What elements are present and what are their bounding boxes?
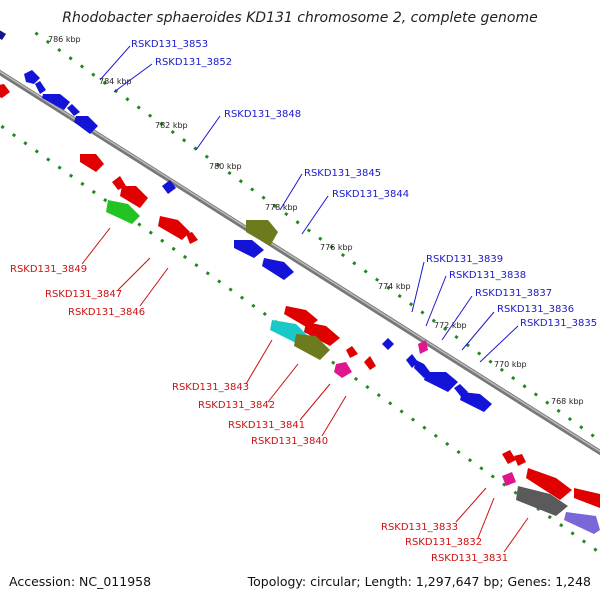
lower-strand-genes xyxy=(0,84,600,534)
scale-tick-label: 780 kbp xyxy=(209,162,242,171)
gene-arrow[interactable] xyxy=(106,200,140,224)
map-title: Rhodobacter sphaeroides KD131 chromosome… xyxy=(62,10,538,26)
gene-label[interactable]: RSKD131_3852 xyxy=(155,57,232,68)
gene-label[interactable]: RSKD131_3835 xyxy=(520,318,597,329)
scale-tick-label: 776 kbp xyxy=(320,243,353,252)
scale-tick-label: 772 kbp xyxy=(434,321,467,330)
scale-tick-label: 770 kbp xyxy=(494,360,527,369)
leader-lines xyxy=(81,227,529,553)
gene-arrow[interactable] xyxy=(304,322,340,346)
gene-label[interactable]: RSKD131_3837 xyxy=(475,288,552,299)
scale-tick-label: 774 kbp xyxy=(378,282,411,291)
gene-arrow[interactable] xyxy=(346,346,358,358)
scale-tick-label: 782 kbp xyxy=(155,121,188,130)
gene-label[interactable]: RSKD131_3853 xyxy=(131,39,208,50)
gene-label[interactable]: RSKD131_3847 xyxy=(45,289,122,300)
gene-label[interactable]: RSKD131_3836 xyxy=(497,304,574,315)
upper-scale-track xyxy=(26,28,600,443)
gene-arrow[interactable] xyxy=(364,356,376,370)
gene-label[interactable]: RSKD131_3833 xyxy=(381,522,458,533)
gene-arrow[interactable] xyxy=(424,372,458,392)
gene-arrow[interactable] xyxy=(246,220,278,246)
scale-tick-label: 786 kbp xyxy=(48,35,81,44)
gene-arrow[interactable] xyxy=(0,84,10,98)
gene-arrow[interactable] xyxy=(574,488,600,508)
gene-arrow[interactable] xyxy=(284,306,318,328)
gene-arrow[interactable] xyxy=(158,216,190,240)
gene-label[interactable]: RSKD131_3841 xyxy=(228,420,305,431)
gene-arrow[interactable] xyxy=(382,338,394,350)
gene-label[interactable]: RSKD131_3838 xyxy=(449,270,526,281)
gene-arrow[interactable] xyxy=(234,240,264,258)
gene-arrow[interactable] xyxy=(80,154,104,172)
gene-arrow[interactable] xyxy=(502,472,516,486)
gene-arrow[interactable] xyxy=(514,454,526,466)
gene-label[interactable]: RSKD131_3846 xyxy=(68,307,145,318)
gene-label[interactable]: RSKD131_3840 xyxy=(251,436,328,447)
gene-arrow[interactable] xyxy=(502,450,516,464)
gene-arrow[interactable] xyxy=(516,486,568,516)
gene-arrow[interactable] xyxy=(0,28,6,40)
genome-summary: Topology: circular; Length: 1,297,647 bp… xyxy=(247,574,591,589)
upper-strand-genes xyxy=(0,28,492,412)
scale-tick-label: 784 kbp xyxy=(99,77,132,86)
gene-label[interactable]: RSKD131_3839 xyxy=(426,254,503,265)
gene-arrow[interactable] xyxy=(162,180,176,194)
gene-arrow[interactable] xyxy=(42,94,70,110)
gene-label[interactable]: RSKD131_3844 xyxy=(332,189,409,200)
gene-arrow[interactable] xyxy=(294,334,330,360)
leader-lines xyxy=(99,45,519,363)
gene-arrow[interactable] xyxy=(334,362,352,378)
gene-arrow[interactable] xyxy=(526,468,572,500)
gene-label[interactable]: RSKD131_3849 xyxy=(10,264,87,275)
gene-label[interactable]: RSKD131_3831 xyxy=(431,553,508,564)
gene-arrow[interactable] xyxy=(564,512,600,534)
gene-label[interactable]: RSKD131_3832 xyxy=(405,537,482,548)
gene-label[interactable]: RSKD131_3842 xyxy=(198,400,275,411)
accession-label: Accession: NC_011958 xyxy=(9,574,152,589)
gene-arrow[interactable] xyxy=(24,70,40,84)
gene-arrow[interactable] xyxy=(262,258,294,280)
scale-tick-label: 768 kbp xyxy=(551,397,584,406)
gene-arrow[interactable] xyxy=(186,232,198,244)
gene-label[interactable]: RSKD131_3845 xyxy=(304,168,381,179)
gene-arrow[interactable] xyxy=(120,186,148,208)
gene-arrow[interactable] xyxy=(74,116,98,134)
gene-arrow[interactable] xyxy=(67,104,80,116)
gene-label[interactable]: RSKD131_3843 xyxy=(172,382,249,393)
gene-arrow[interactable] xyxy=(35,81,46,94)
gene-label[interactable]: RSKD131_3848 xyxy=(224,109,301,120)
gene-arrow[interactable] xyxy=(460,392,492,412)
gene-arrow[interactable] xyxy=(418,340,428,354)
